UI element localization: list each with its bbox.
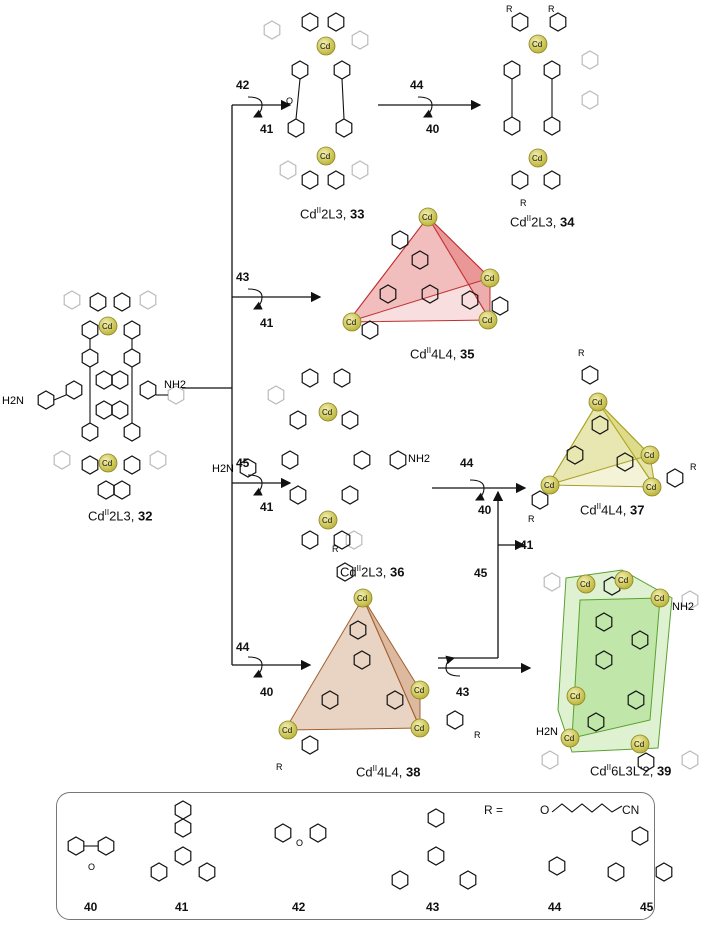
svg-text:R: R	[548, 4, 555, 14]
svg-text:O: O	[88, 862, 95, 872]
structure-37: R R R	[528, 348, 697, 524]
caption-39: CdII6L3L'2, 39	[590, 763, 672, 779]
r-chain-cn: CN	[622, 803, 640, 817]
caption-35: CdII4L4, 35	[410, 346, 475, 362]
svg-text:R: R	[332, 544, 339, 554]
structure-33: O	[263, 12, 369, 190]
structure-35	[342, 207, 509, 340]
caption-33: CdII2L3, 33	[300, 206, 365, 222]
r-definition: R =	[484, 803, 504, 817]
reagent-43-a: 43	[236, 270, 250, 284]
structure-34: R R R	[503, 4, 599, 208]
svg-text:R: R	[578, 348, 585, 358]
structure-38: R R R	[276, 544, 481, 772]
structure-36	[239, 368, 407, 550]
reagent-41-c: 41	[260, 500, 274, 514]
svg-text:R: R	[276, 762, 283, 772]
legend-label-41: 41	[175, 900, 189, 914]
reagent-43-b: 43	[456, 685, 470, 699]
nh2-39: NH2	[672, 601, 694, 613]
caption-36: CdII2L3, 36	[340, 564, 405, 580]
h2n-39: H2N	[536, 726, 558, 738]
legend-label-43: 43	[426, 900, 440, 914]
legend-box	[56, 792, 655, 920]
reagent-41-a: 41	[260, 122, 274, 136]
branch-lines	[182, 99, 532, 674]
svg-text:R: R	[474, 730, 481, 740]
svg-text:R: R	[520, 198, 527, 208]
reagent-44-a: 44	[410, 78, 424, 92]
reagent-45-a: 45	[236, 456, 250, 470]
legend-label-40: 40	[84, 900, 98, 914]
r-chain-o: O	[540, 803, 550, 817]
nh2-36: NH2	[408, 453, 430, 465]
svg-text:R: R	[528, 514, 535, 524]
caption-32: CdII2L3, 32	[88, 508, 153, 524]
legend-molecules: O O	[67, 800, 673, 890]
svg-text:O: O	[286, 96, 293, 106]
structure-39	[541, 569, 699, 772]
reagent-41-b: 41	[260, 316, 274, 330]
svg-text:R: R	[506, 4, 513, 14]
reagent-45-b: 45	[474, 566, 488, 580]
h2n-32: H2N	[2, 395, 24, 407]
h2n-36: H2N	[212, 463, 234, 475]
reagent-44-b: 44	[460, 456, 474, 470]
reagent-40-b: 40	[478, 503, 492, 517]
reagent-40-c: 40	[260, 685, 274, 699]
legend-label-42: 42	[292, 900, 306, 914]
svg-text:R: R	[690, 462, 697, 472]
reagent-41-d: 41	[520, 538, 534, 552]
reagent-42: 42	[236, 78, 250, 92]
nh2-32: NH2	[164, 379, 186, 391]
caption-37: CdII4L4, 37	[580, 502, 645, 518]
reagent-40-a: 40	[426, 122, 440, 136]
caption-34: CdII2L3, 34	[510, 214, 575, 230]
legend-label-45: 45	[640, 900, 654, 914]
structure-32	[37, 290, 185, 500]
svg-text:O: O	[296, 838, 303, 848]
r-chain-zigzag	[551, 803, 623, 813]
legend-label-44: 44	[548, 900, 562, 914]
reagent-44-c: 44	[236, 640, 250, 654]
side-arrows	[247, 96, 485, 678]
caption-38: CdII4L4, 38	[356, 764, 421, 780]
